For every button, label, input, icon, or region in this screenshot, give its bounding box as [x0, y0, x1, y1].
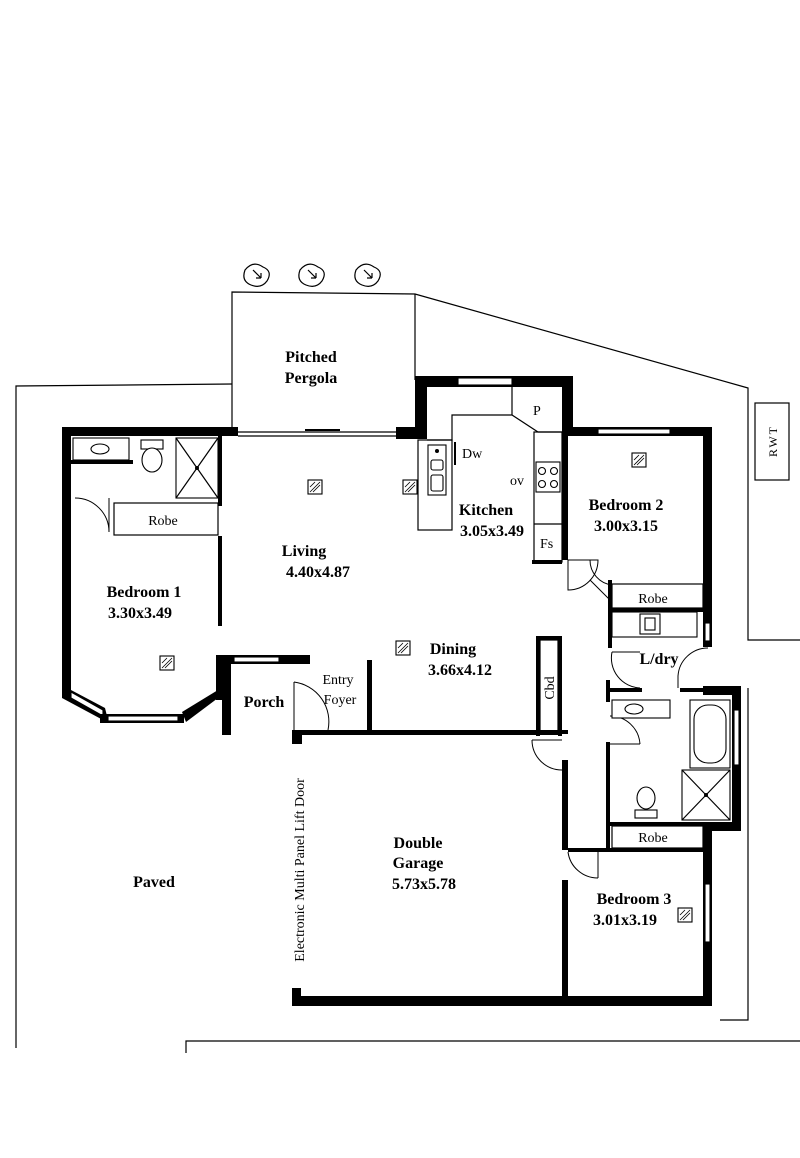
downlight-icon — [159, 655, 175, 671]
bedroom2-dims: 3.00x3.15 — [594, 518, 658, 535]
garage-dims: 5.73x5.78 — [392, 876, 456, 893]
downlight-icon — [307, 479, 323, 495]
dining-dims: 3.66x4.12 — [428, 662, 492, 679]
bedroom1-name: Bedroom 1 — [107, 584, 182, 601]
entry-label-line1: Entry — [322, 673, 353, 688]
shower-icon — [681, 769, 731, 821]
downlight-icon — [631, 452, 647, 468]
vanity-basin-icon — [611, 699, 671, 719]
downlight-icon — [677, 907, 693, 923]
tree-icon — [298, 263, 325, 287]
cooktop-icon — [535, 461, 561, 493]
pergola-label-line1: Pitched — [285, 349, 337, 366]
paved-label: Paved — [133, 874, 175, 891]
rainwater-tank — [754, 402, 790, 481]
garage-door-label: Electronic Multi Panel Lift Door — [293, 778, 308, 962]
rwt-label: RWT — [766, 425, 780, 457]
bedroom1-dims: 3.30x3.49 — [108, 605, 172, 622]
entry-label-line2: Foyer — [324, 693, 357, 708]
living-name: Living — [282, 543, 326, 560]
oven-label: ov — [510, 474, 524, 489]
dishwasher-label: Dw — [462, 447, 483, 462]
exterior-walls — [62, 376, 741, 1006]
trough-icon — [611, 611, 698, 638]
tree-icon — [354, 263, 381, 287]
dining-name: Dining — [430, 641, 476, 658]
cupboard — [539, 639, 559, 735]
site-boundary — [15, 291, 800, 1053]
living-dims: 4.40x4.87 — [286, 564, 350, 581]
robe-bed1-label: Robe — [148, 514, 178, 529]
vanity-basin-icon — [72, 437, 130, 461]
robe-bed1 — [113, 502, 219, 536]
interior-walls — [71, 436, 703, 998]
toilet-icon — [140, 439, 164, 473]
pergola-label-line2: Pergola — [285, 370, 337, 387]
robe-bed3 — [611, 825, 704, 849]
bedroom2-name: Bedroom 2 — [589, 497, 664, 514]
robe-bed2-label: Robe — [638, 592, 668, 607]
kitchen-benches — [417, 387, 563, 563]
tree-icon — [243, 263, 270, 287]
robe-bed2 — [611, 583, 704, 609]
shower-icon — [175, 437, 219, 499]
bedroom3-dims: 3.01x3.19 — [593, 912, 657, 929]
bedroom3-name: Bedroom 3 — [597, 891, 672, 908]
sink-icon — [427, 444, 447, 496]
porch-label: Porch — [244, 694, 285, 711]
fridge-space-label: Fs — [540, 537, 553, 552]
cupboard-label: Cbd — [543, 676, 558, 699]
garage-name-line1: Double — [394, 835, 443, 852]
downlight-icon — [395, 640, 411, 656]
bath-icon — [689, 699, 731, 769]
downlight-icon — [402, 479, 418, 495]
robe-bed3-label: Robe — [638, 831, 668, 846]
kitchen-name: Kitchen — [459, 502, 513, 519]
kitchen-dims: 3.05x3.49 — [460, 523, 524, 540]
toilet-icon — [634, 786, 658, 819]
laundry-label: L/dry — [639, 651, 678, 668]
garage-name-line2: Garage — [393, 855, 444, 872]
pantry-label: P — [533, 404, 541, 419]
